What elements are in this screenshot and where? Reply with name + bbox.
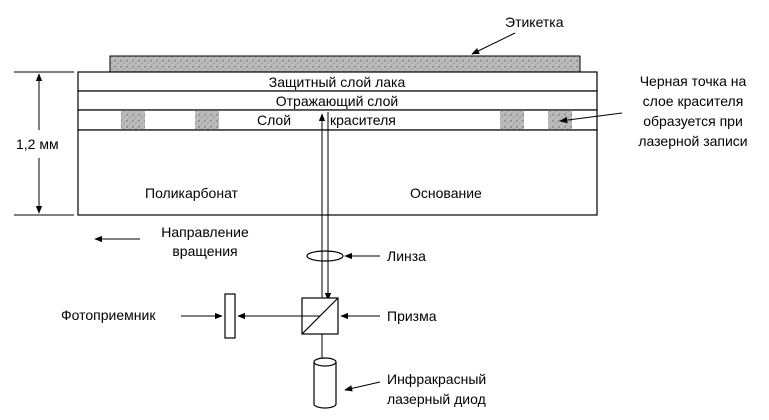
black-dot-arrow <box>559 112 623 124</box>
prism-text: Призма <box>387 308 437 324</box>
lens-shape <box>306 250 344 262</box>
black-dot-text-1: Черная точка на <box>640 73 747 89</box>
polycarbonate-text: Поликарбонат <box>145 185 239 201</box>
base-text: Основание <box>410 185 482 201</box>
dye-dot <box>500 111 524 129</box>
reflective-layer-text: Отражающий слой <box>276 93 399 109</box>
dye-layer-text-right: красителя <box>330 112 396 128</box>
diode-text-2: лазерный диод <box>387 391 486 407</box>
dye-dot <box>121 111 145 129</box>
label-tag-text: Этикетка <box>505 14 564 30</box>
black-dot-text-4: лазерной записи <box>638 133 747 149</box>
label-sticker <box>109 55 581 73</box>
dye-dot <box>195 111 219 129</box>
label-tag-arrow <box>471 32 516 55</box>
rotation-text-2: вращения <box>172 243 237 259</box>
photodetector-text: Фотоприемник <box>61 307 156 323</box>
laser-diode-pointer-arrow <box>344 381 381 392</box>
laser-diode-top <box>313 357 337 367</box>
lens-text: Линза <box>387 248 426 264</box>
rotation-text-1: Направление <box>161 224 249 240</box>
laser-diode-shape <box>313 362 337 409</box>
protective-layer-text: Защитный слой лака <box>269 74 406 90</box>
polycarbonate-base <box>77 129 598 216</box>
dye-layer-text-left: Слой <box>257 112 291 128</box>
black-dot-text-3: образуется при <box>643 113 743 129</box>
thickness-text: 1,2 мм <box>16 136 59 152</box>
photodetector-shape <box>224 293 236 339</box>
diode-text-1: Инфракрасный <box>387 371 486 387</box>
black-dot-text-2: слое красителя <box>643 93 744 109</box>
